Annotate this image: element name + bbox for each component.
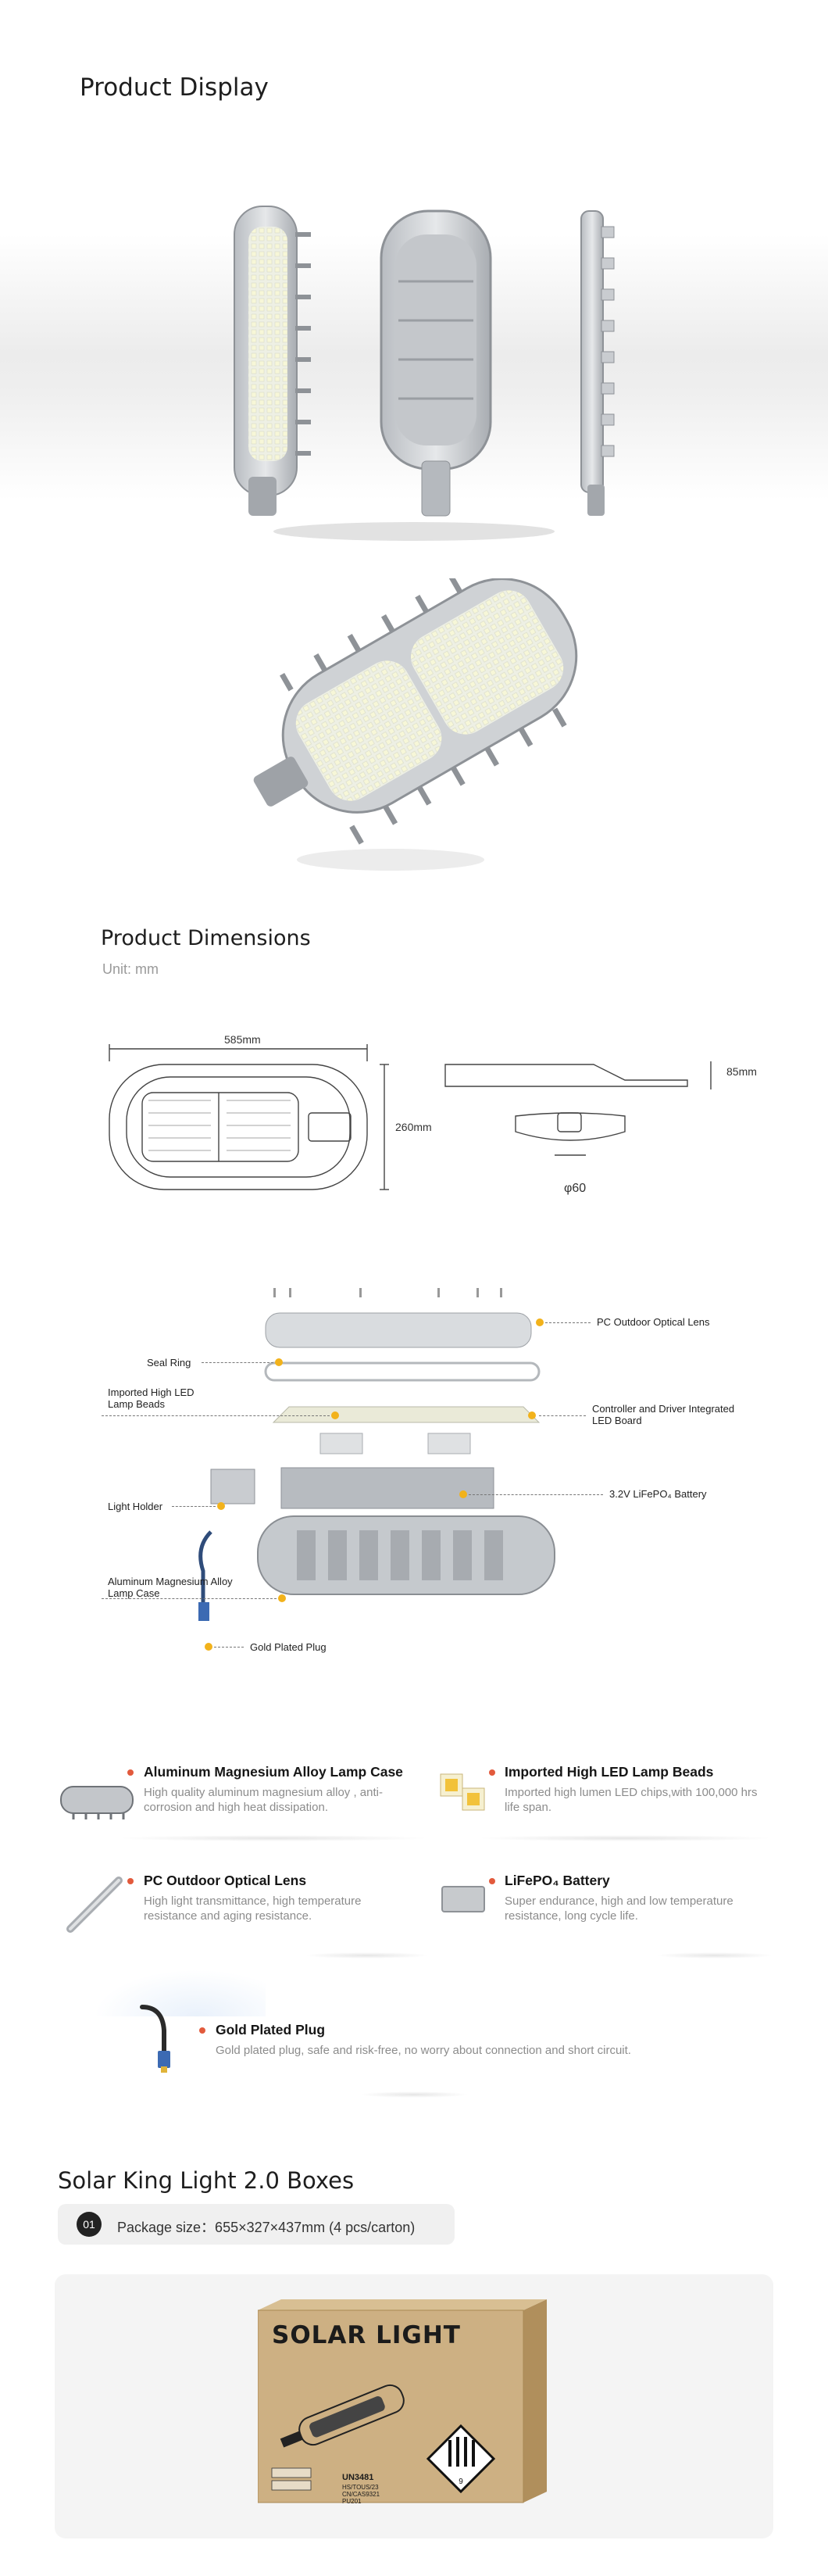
feature-desc-optical-lens: High light transmittance, high temperatu… [144,1894,362,1923]
box-un-code: UN3481 [342,2473,374,2482]
product-display-title: Product Display [80,73,269,102]
product-perspective-view [253,578,578,871]
led-bead-icon [440,1773,485,1811]
lamp-case-icon [60,1786,134,1819]
product-three-views [234,206,615,541]
view-front-angled [234,206,311,516]
box-headline: SOLAR LIGHT [272,2321,461,2349]
box-line-1: HS/TOUS/23 [342,2484,379,2491]
view-top [380,209,492,517]
callout-optical-lens: PC Outdoor Optical Lens [597,1316,710,1328]
box-line-2: CN/CAS9321 [342,2491,380,2498]
package-number-badge: 01 [77,2212,102,2237]
box-small-lines: HS/TOUS/23 CN/CAS9321 PU201 [342,2484,380,2505]
package-size-text: Package size：655×327×437mm (4 pcs/carton… [117,2220,416,2235]
diameter-label: φ60 [564,1182,587,1195]
optical-lens-icon [66,1877,123,1933]
length-label: 585mm [224,1033,261,1046]
callout-gold-plug: Gold Plated Plug [250,1641,327,1653]
dimension-drawing [109,1044,712,1190]
feature-title-lamp-case: Aluminum Magnesium Alloy Lamp Case [144,1764,403,1780]
callout-seal-ring: Seal Ring [147,1357,191,1368]
callout-battery: 3.2V LiFePO₄ Battery [609,1488,707,1500]
package-size-pill [58,2204,455,2245]
callout-light-holder: Light Holder [108,1501,163,1512]
exploded-assembly [198,1288,555,1621]
dimensions-unit: Unit: mm [102,961,159,977]
plug-icon [140,2005,170,2073]
callout-led-beads: Imported High LED Lamp Beads [108,1386,195,1410]
box-line-3: PU201 [342,2498,362,2505]
boxes-title: Solar King Light 2.0 Boxes [58,2167,355,2194]
width-label: 260mm [395,1121,432,1133]
feature-title-gold-plug: Gold Plated Plug [216,2022,326,2038]
feature-title-optical-lens: PC Outdoor Optical Lens [144,1873,307,1888]
feature-desc-lamp-case: High quality aluminum magnesium alloy , … [144,1786,383,1814]
carton-box-image: 9 [258,2299,547,2503]
product-dimensions-title: Product Dimensions [101,926,311,950]
feature-desc-battery: Super endurance, high and low temperatur… [505,1894,733,1923]
feature-title-battery: LiFePO₄ Battery [505,1873,610,1888]
feature-desc-gold-plug: Gold plated plug, safe and risk-free, no… [216,2044,631,2057]
callout-led-board: Controller and Driver Integrated LED Boa… [592,1403,735,1426]
battery-icon [441,1886,485,1912]
hazard-class-label: 9 [459,2478,463,2486]
feature-title-led-beads: Imported High LED Lamp Beads [505,1764,714,1780]
callout-lamp-case: Aluminum Magnesium Alloy Lamp Case [108,1576,233,1599]
height-label: 85mm [726,1065,757,1078]
view-side [580,210,615,516]
feature-desc-led-beads: Imported high lumen LED chips,with 100,0… [505,1786,758,1814]
